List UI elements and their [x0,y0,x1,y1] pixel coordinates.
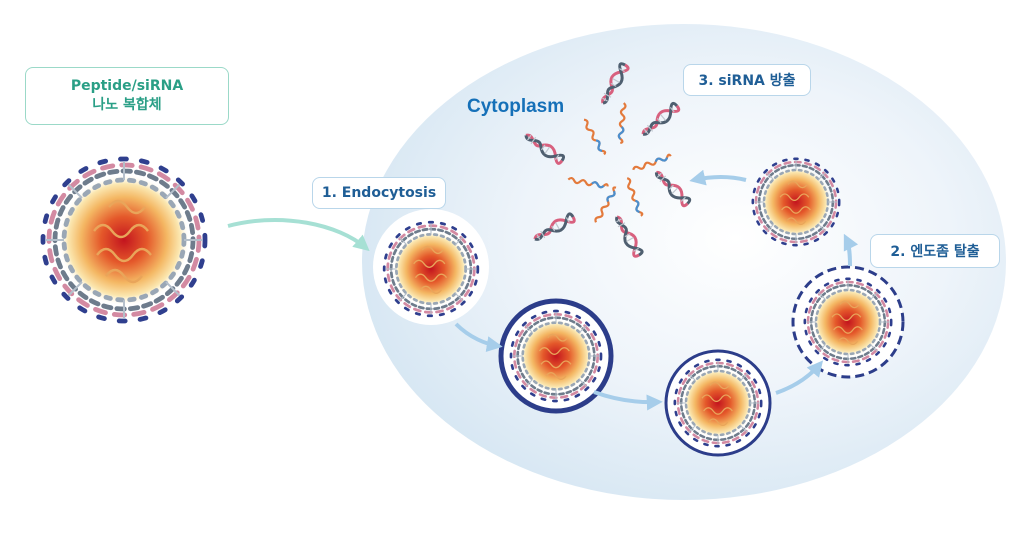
arrow-icon [775,360,824,395]
endocytosed-particle [373,209,489,325]
label-nano-complex-line2: 나노 복합체 [92,97,162,113]
label-nano-complex: Peptide/siRNA 나노 복합체 [25,67,229,125]
arrow-icon [593,390,663,411]
arrow-icon [843,233,859,267]
endosome-early [498,298,614,414]
label-step-endocytosis: 1. Endocytosis [312,177,446,209]
endosome-escaping [791,265,905,379]
label-cytoplasm: Cytoplasm [467,96,565,117]
label-step-sirna-release: 3. siRNA 방출 [683,64,811,96]
label-step-endosome-escape: 2. 엔도좀 탈출 [870,234,1000,268]
label-nano-complex-line1: Peptide/siRNA [70,78,184,94]
arrow-icon [227,218,370,252]
arrow-icon [454,322,503,353]
nanoparticle-icon [43,159,205,321]
arrow-icon [689,169,747,186]
endosome-late [664,349,772,457]
escaped-particle [751,157,841,247]
